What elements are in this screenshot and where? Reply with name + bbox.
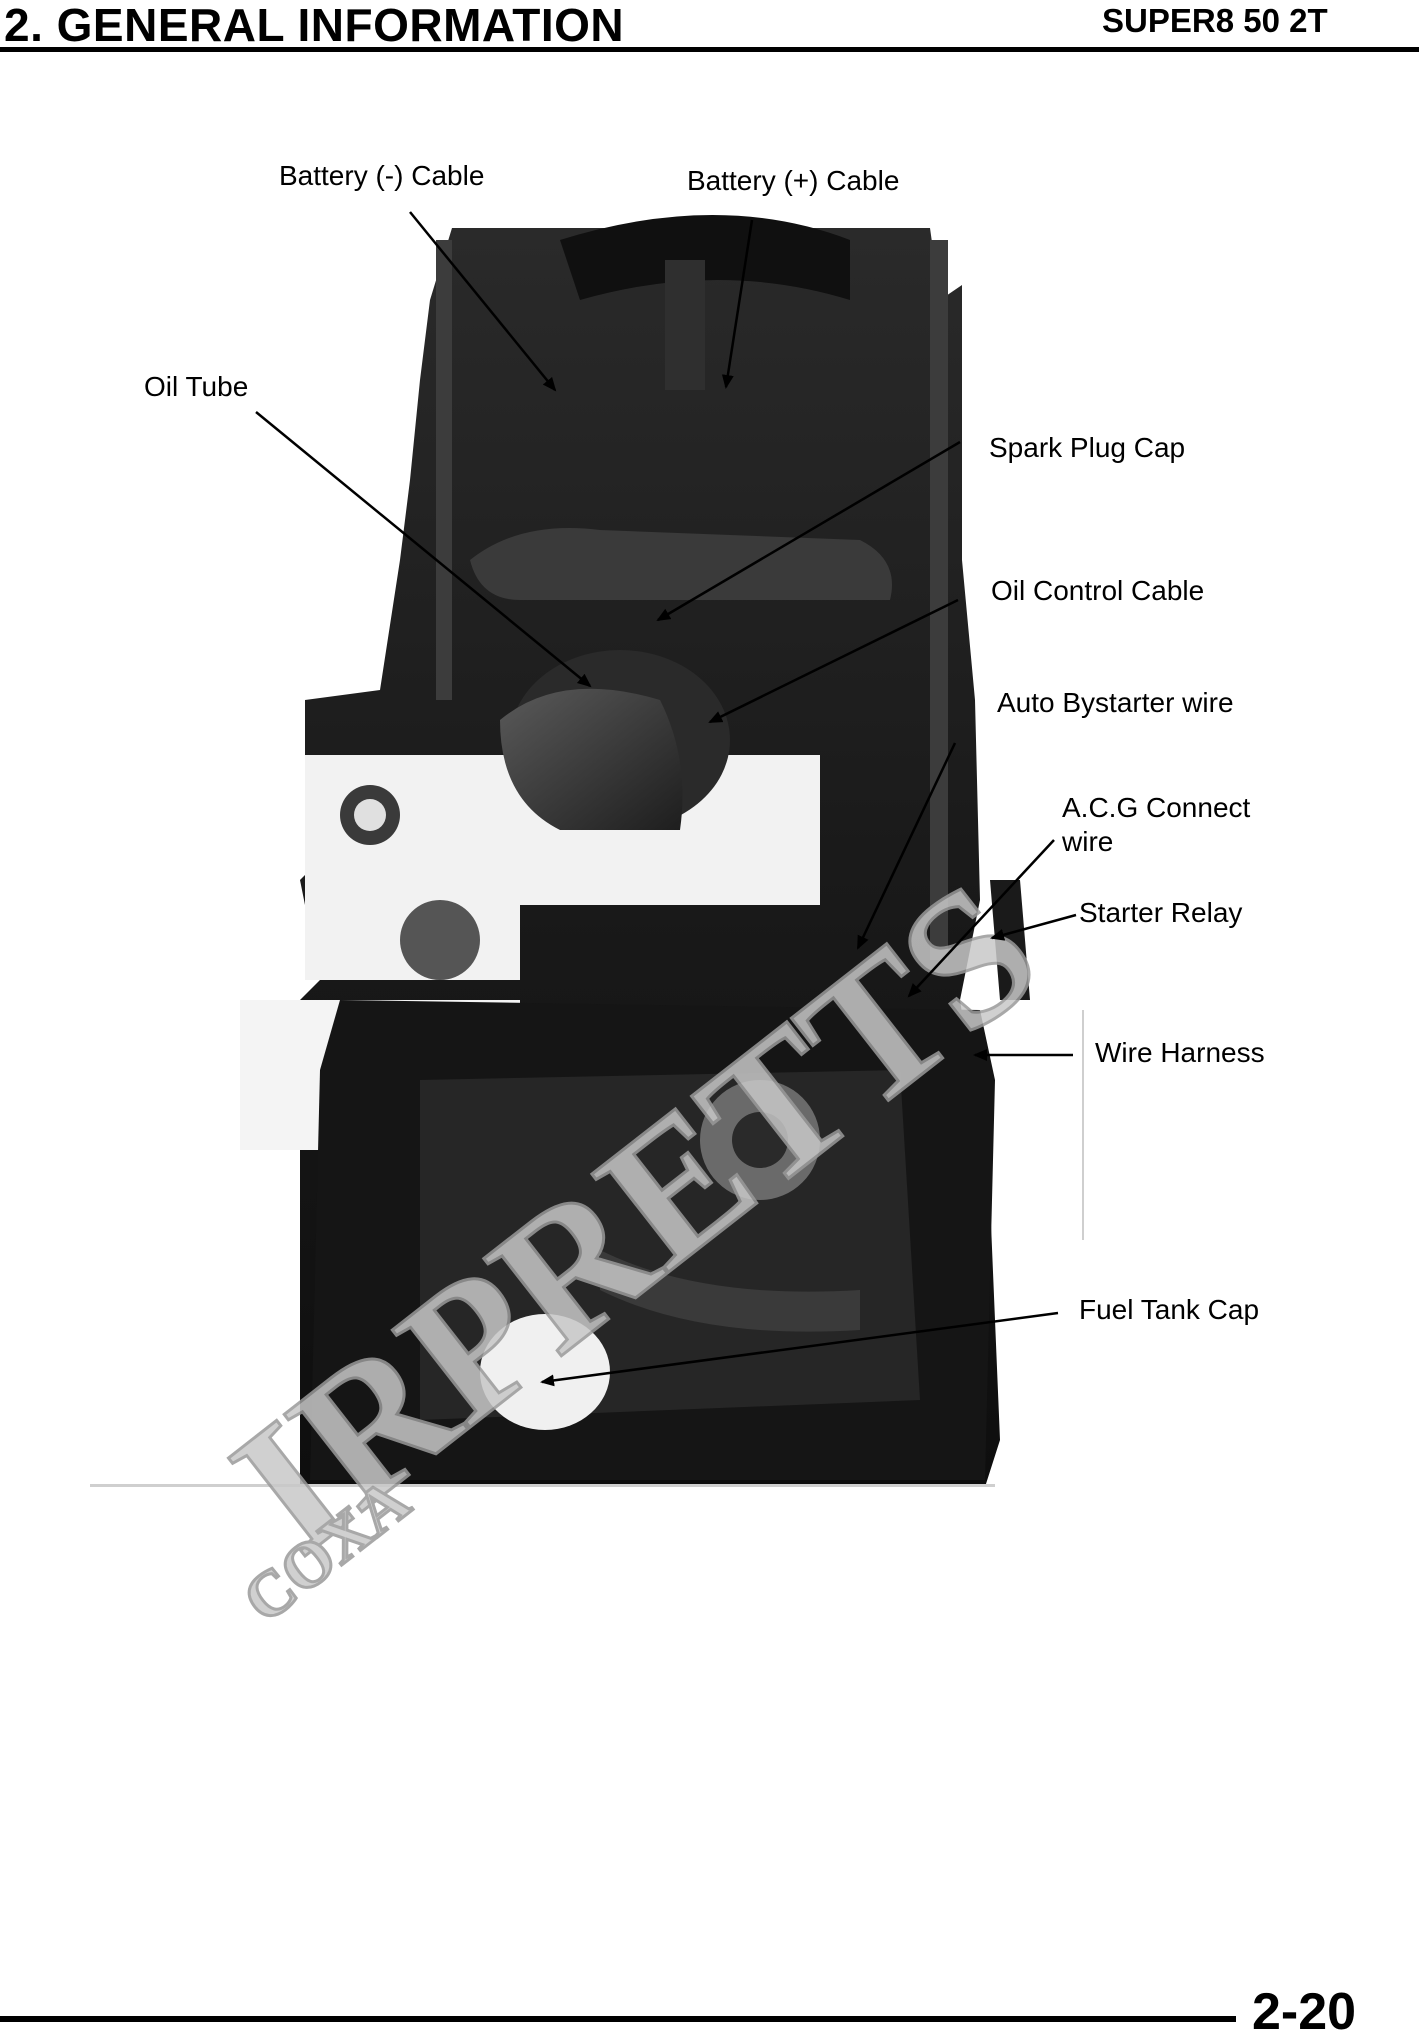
label-fuel-tank-cap: Fuel Tank Cap	[1079, 1294, 1260, 1325]
label-auto-bystarter-wire: Auto Bystarter wire	[997, 687, 1234, 718]
leader-fuel-tank-cap	[540, 1311, 1059, 1387]
leader-spark-plug-cap	[656, 440, 961, 622]
leader-starter-relay	[990, 913, 1077, 941]
label-battery-pos-cable: Battery (+) Cable	[687, 165, 900, 196]
leader-battery-pos	[721, 219, 754, 389]
header-rule	[0, 47, 1419, 52]
label-oil-control-cable: Oil Control Cable	[991, 575, 1205, 606]
model-name: SUPER8 50 2T	[1102, 2, 1328, 39]
label-wire-harness: Wire Harness	[1095, 1037, 1265, 1068]
label-oil-tube: Oil Tube	[144, 371, 249, 402]
leader-oil-control-cable	[708, 598, 959, 724]
leader-oil-tube	[255, 411, 592, 688]
label-spark-plug-cap: Spark Plug Cap	[989, 432, 1186, 463]
leader-battery-neg	[409, 211, 557, 392]
leader-acg-connect	[907, 839, 1055, 998]
section-title: 2. GENERAL INFORMATION	[4, 0, 625, 51]
leader-auto-bystarter	[856, 742, 957, 950]
label-battery-neg-cable: Battery (-) Cable	[279, 160, 485, 191]
page-number: 2-20	[1252, 1983, 1357, 2041]
footer-rule	[0, 2016, 1236, 2022]
label-acg-connect-wire-2: wire	[1062, 826, 1114, 857]
label-starter-relay: Starter Relay	[1079, 897, 1243, 928]
label-acg-connect-wire: A.C.G Connect	[1062, 792, 1251, 823]
